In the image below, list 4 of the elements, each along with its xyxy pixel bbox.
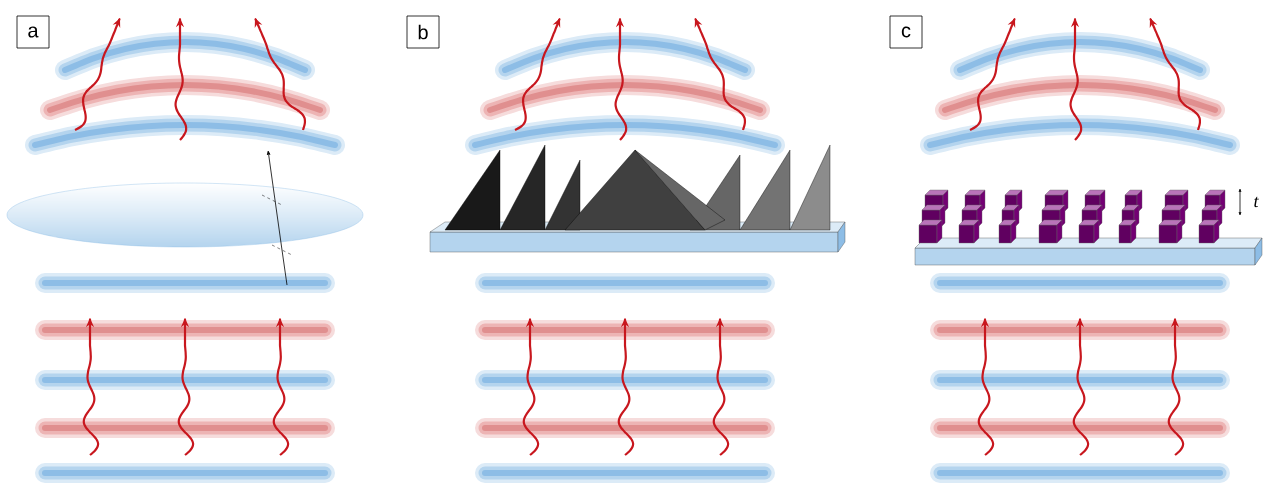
panel-label: c [889, 15, 923, 49]
panel-label: a [16, 15, 50, 49]
thickness-label: t [1254, 196, 1259, 208]
panel-label: b [406, 15, 440, 49]
